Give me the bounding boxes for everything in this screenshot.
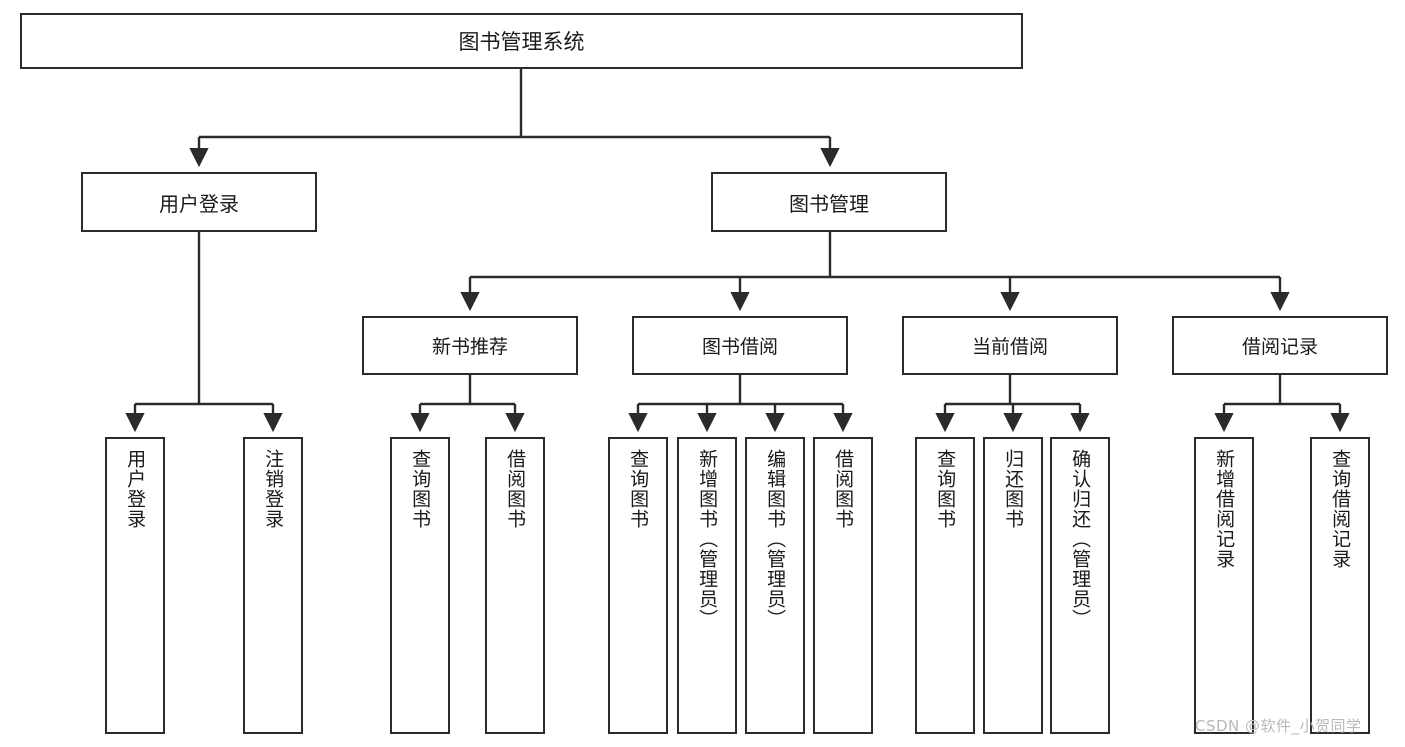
node-root[interactable]: 图书管理系统 <box>20 13 1023 69</box>
leaf-return-book[interactable]: 归还图书 <box>983 437 1043 734</box>
leaf-borrow-book-1[interactable]: 借阅图书 <box>485 437 545 734</box>
node-root-label: 图书管理系统 <box>458 30 585 54</box>
node-book-manage-label: 图书管理 <box>789 191 869 216</box>
node-book-manage[interactable]: 图书管理 <box>711 172 947 232</box>
node-borrow-record[interactable]: 借阅记录 <box>1172 316 1388 375</box>
leaf-confirm-return[interactable]: 确认归还（管理员） <box>1050 437 1110 734</box>
leaf-query-book-3-label: 查询图书 <box>934 449 957 529</box>
node-new-book-rec[interactable]: 新书推荐 <box>362 316 578 375</box>
leaf-add-record-label: 新增借阅记录 <box>1213 449 1236 569</box>
leaf-borrow-book-2-label: 借阅图书 <box>832 449 855 529</box>
leaf-borrow-book-2[interactable]: 借阅图书 <box>813 437 873 734</box>
node-book-borrow[interactable]: 图书借阅 <box>632 316 848 375</box>
leaf-return-book-label: 归还图书 <box>1002 449 1025 529</box>
leaf-edit-book[interactable]: 编辑图书（管理员） <box>745 437 805 734</box>
leaf-query-record[interactable]: 查询借阅记录 <box>1310 437 1370 734</box>
node-borrow-record-label: 借阅记录 <box>1241 336 1318 358</box>
leaf-add-book[interactable]: 新增图书（管理员） <box>677 437 737 734</box>
leaf-query-book-2-label: 查询图书 <box>627 449 650 529</box>
leaf-confirm-return-label: 确认归还（管理员） <box>1069 449 1092 629</box>
node-user-login-label: 用户登录 <box>159 191 239 216</box>
leaf-user-login-label: 用户登录 <box>124 449 147 529</box>
node-new-book-rec-label: 新书推荐 <box>431 336 508 358</box>
leaf-add-book-label: 新增图书（管理员） <box>696 449 719 629</box>
leaf-query-book-1-label: 查询图书 <box>409 449 432 529</box>
leaf-edit-book-label: 编辑图书（管理员） <box>764 449 787 629</box>
leaf-user-login[interactable]: 用户登录 <box>105 437 165 734</box>
node-book-borrow-label: 图书借阅 <box>701 336 778 358</box>
leaf-logout-label: 注销登录 <box>262 449 285 529</box>
leaf-query-book-1[interactable]: 查询图书 <box>390 437 450 734</box>
csdn-watermark: CSDN @软件_小贺同学 <box>1195 717 1362 735</box>
leaf-query-book-2[interactable]: 查询图书 <box>608 437 668 734</box>
leaf-borrow-book-1-label: 借阅图书 <box>504 449 527 529</box>
node-user-login[interactable]: 用户登录 <box>81 172 317 232</box>
leaf-query-book-3[interactable]: 查询图书 <box>915 437 975 734</box>
leaf-query-record-label: 查询借阅记录 <box>1329 449 1352 569</box>
node-current-borrow-label: 当前借阅 <box>971 336 1048 358</box>
leaf-logout[interactable]: 注销登录 <box>243 437 303 734</box>
leaf-add-record[interactable]: 新增借阅记录 <box>1194 437 1254 734</box>
node-current-borrow[interactable]: 当前借阅 <box>902 316 1118 375</box>
